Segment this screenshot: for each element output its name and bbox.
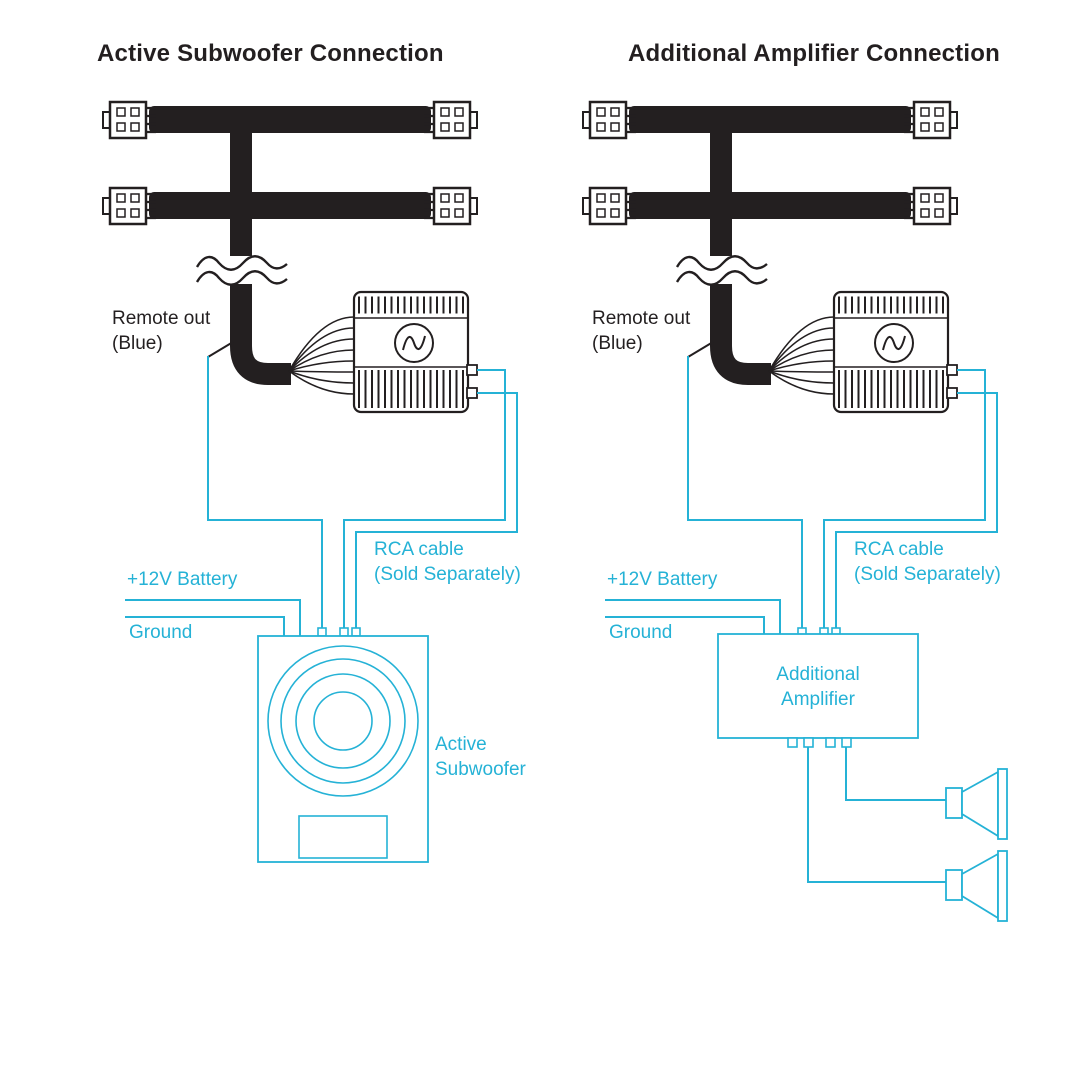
speaker-icon xyxy=(945,850,1008,922)
left-rca-cable-label: RCA cable (Sold Separately) xyxy=(374,537,521,587)
active-subwoofer xyxy=(257,635,429,863)
speaker-cone xyxy=(961,852,999,920)
speaker-output-stub xyxy=(841,737,852,748)
label-line: Remote out xyxy=(592,308,691,329)
right-remote-out-label: Remote out (Blue) xyxy=(592,306,690,356)
left-ground-label: Ground xyxy=(129,622,193,643)
right-rca-cable-label: RCA cable (Sold Separately) xyxy=(854,537,1001,587)
label-line: Remote out xyxy=(112,308,211,329)
label-line: Additional xyxy=(776,664,860,685)
speaker-cone xyxy=(961,770,999,838)
label-line: Amplifier xyxy=(781,689,855,710)
label-line: (Sold Separately) xyxy=(854,564,1001,585)
subwoofer-driver-ring xyxy=(267,645,419,797)
left-battery-label: +12V Battery xyxy=(127,569,238,590)
speaker-icon xyxy=(945,768,1008,840)
left-diagram-title: Active Subwoofer Connection xyxy=(97,40,444,67)
subwoofer-terminal-panel xyxy=(298,815,388,859)
additional-amplifier-box xyxy=(717,633,919,748)
speaker-wire xyxy=(845,747,946,801)
speaker-output-stub xyxy=(825,737,836,748)
subwoofer-enclosure xyxy=(257,635,429,863)
label-line: (Blue) xyxy=(592,333,643,354)
active-subwoofer-label: Active Subwoofer xyxy=(435,732,526,782)
right-diagram-title: Additional Amplifier Connection xyxy=(628,40,1000,67)
speaker-magnet xyxy=(945,869,963,901)
label-line: RCA cable xyxy=(854,539,944,560)
subwoofer-driver-ring xyxy=(295,673,391,769)
label-line: Active xyxy=(435,734,487,755)
speaker-rim xyxy=(997,768,1008,840)
right-battery-label: +12V Battery xyxy=(607,569,718,590)
speaker-output-stub xyxy=(803,737,814,748)
speaker-magnet xyxy=(945,787,963,819)
additional-amplifier-label: Additional Amplifier xyxy=(718,662,918,712)
label-line: Subwoofer xyxy=(435,759,526,780)
label-line: (Sold Separately) xyxy=(374,564,521,585)
left-remote-out-label: Remote out (Blue) xyxy=(112,306,210,356)
speaker-wire xyxy=(807,747,946,883)
subwoofer-dust-cap xyxy=(313,691,373,751)
additional-amplifier-body xyxy=(717,633,919,739)
label-line: RCA cable xyxy=(374,539,464,560)
speaker-output-stub xyxy=(787,737,798,748)
right-ground-label: Ground xyxy=(609,622,673,643)
subwoofer-driver-ring xyxy=(280,658,406,784)
speaker-rim xyxy=(997,850,1008,922)
label-line: (Blue) xyxy=(112,333,163,354)
